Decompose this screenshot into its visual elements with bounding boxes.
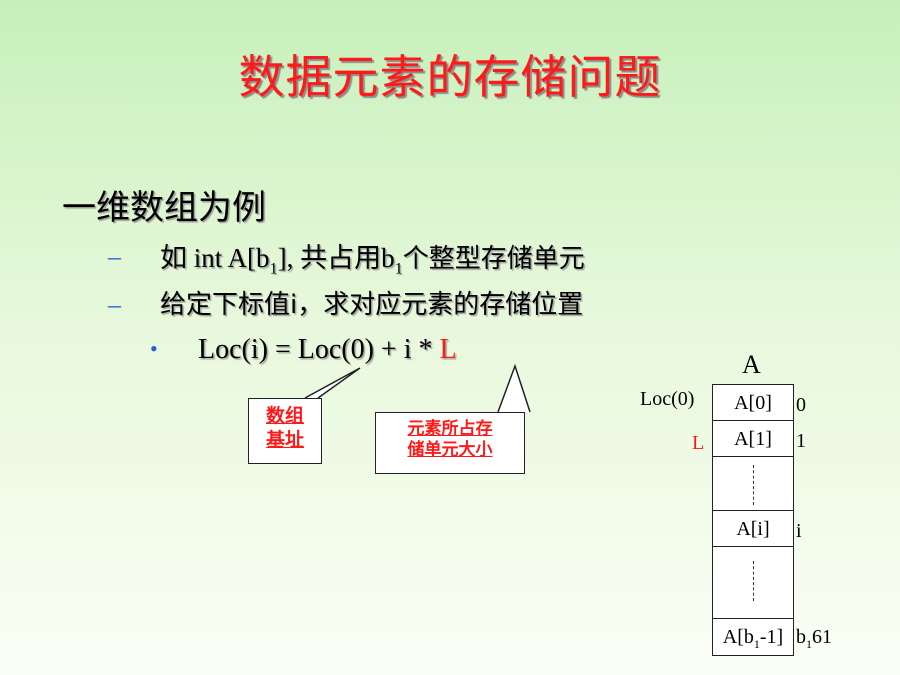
index-1: 1 (796, 430, 806, 452)
formula-L: L (439, 334, 457, 365)
cell-0-label: A[0] (734, 392, 772, 414)
item1-sub2: 1 (394, 259, 403, 278)
array-name: A (742, 350, 761, 379)
item1-post: 个整型存储单元 (402, 244, 585, 274)
dash-bullet-1: – (108, 242, 121, 271)
callout-size-line1: 元素所占存 (407, 419, 493, 439)
index-i: i (796, 520, 802, 542)
L-label: L (692, 432, 705, 454)
callout-element-size: 元素所占存 储单元大小 (375, 412, 525, 474)
item-index-position: 给定下标值i，求对应元素的存储位置 (160, 284, 583, 321)
callout-base-line2: 基址 (265, 428, 304, 451)
cell-last-pre: A[b (722, 626, 754, 648)
index-last-sub: 1 (806, 637, 812, 651)
item-int-array: 如 int A[b1], 共占用b1个整型存储单元 (160, 236, 585, 278)
heading-one-dim-array: 一维数组为例 (62, 188, 266, 228)
callout-array-base: 数组 基址 (248, 398, 322, 464)
array-cell-last: A[b1-1] (713, 619, 793, 655)
pointer-base (304, 367, 361, 399)
callout-size-line2: 储单元大小 (407, 440, 493, 461)
formula-main: Loc(i) = Loc(0) + i * (198, 334, 440, 365)
index-last: b161 (796, 626, 832, 652)
loc0-label: Loc(0) (640, 388, 695, 410)
array-diagram: A[0] A[1] A[i] A[b1-1] (712, 384, 794, 656)
item1-pre: 如 int A[b (160, 243, 270, 273)
slide-title: 数据元素的存储问题 (238, 50, 662, 104)
array-cell-1: A[1] (713, 421, 793, 457)
item1-sub: 1 (269, 259, 278, 278)
item2-text: 给定下标值i，求对应元素的存储位置 (160, 290, 584, 320)
array-cell-i: A[i] (713, 511, 793, 547)
callout-base-line1: 数组 (265, 405, 304, 427)
cell-last-post: -1] (759, 626, 784, 648)
array-cell-gap-2 (713, 547, 793, 619)
cell-1-label: A[1] (734, 428, 772, 450)
index-last-pre: b (796, 626, 806, 648)
cell-last-sub: 1 (753, 637, 760, 651)
index-last-post: 61 (812, 626, 832, 648)
array-cell-gap-1 (713, 457, 793, 511)
loc-formula: Loc(i) = Loc(0) + i * L (198, 334, 457, 366)
index-0: 0 (796, 394, 806, 416)
pointer-size (497, 363, 531, 413)
dash-bullet-2: – (108, 290, 121, 319)
round-bullet: • (150, 336, 158, 361)
item1-mid: ], 共占用b (277, 243, 395, 273)
cell-i-label: A[i] (736, 518, 770, 540)
array-cell-0: A[0] (713, 385, 793, 421)
